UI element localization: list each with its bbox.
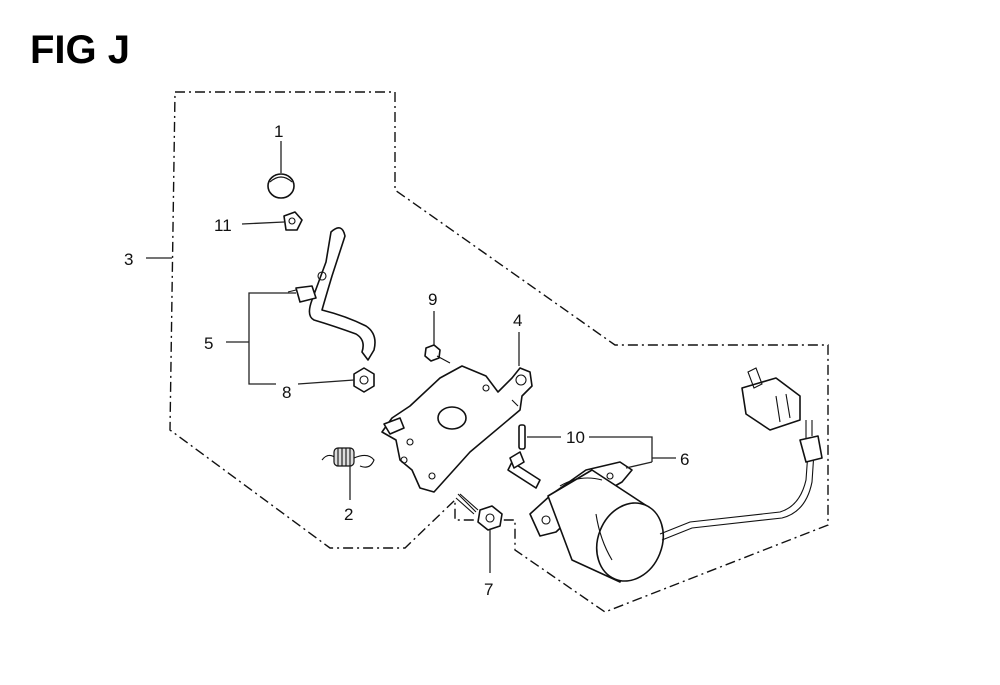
callout-3: 3	[124, 250, 133, 269]
callout-10: 10	[566, 428, 585, 447]
part-4-plate	[381, 365, 533, 493]
callout-4: 4	[513, 311, 522, 330]
part-7-bolt	[455, 493, 503, 531]
part-6-solenoid	[507, 367, 823, 583]
part-8-nut	[353, 367, 375, 393]
callout-labels: 1 11 3 5 8 9 4 10 6 2 7	[124, 122, 689, 599]
callout-9: 9	[428, 290, 437, 309]
callout-7: 7	[484, 580, 493, 599]
figure-title: FIG J	[30, 28, 131, 72]
callout-1: 1	[274, 122, 283, 141]
callout-2: 2	[344, 505, 353, 524]
callout-11: 11	[214, 216, 232, 235]
part-11-clip	[283, 211, 303, 231]
part-9-bolt	[424, 344, 451, 364]
callout-8: 8	[282, 383, 291, 402]
callout-5: 5	[204, 334, 213, 353]
part-10-pin	[518, 424, 526, 450]
part-1-cap	[267, 173, 295, 199]
leader-lines	[146, 141, 676, 573]
callout-6: 6	[680, 450, 689, 469]
assembly-boundary	[169, 91, 829, 613]
part-5-lever	[287, 227, 376, 361]
part-2-spring	[321, 447, 375, 468]
